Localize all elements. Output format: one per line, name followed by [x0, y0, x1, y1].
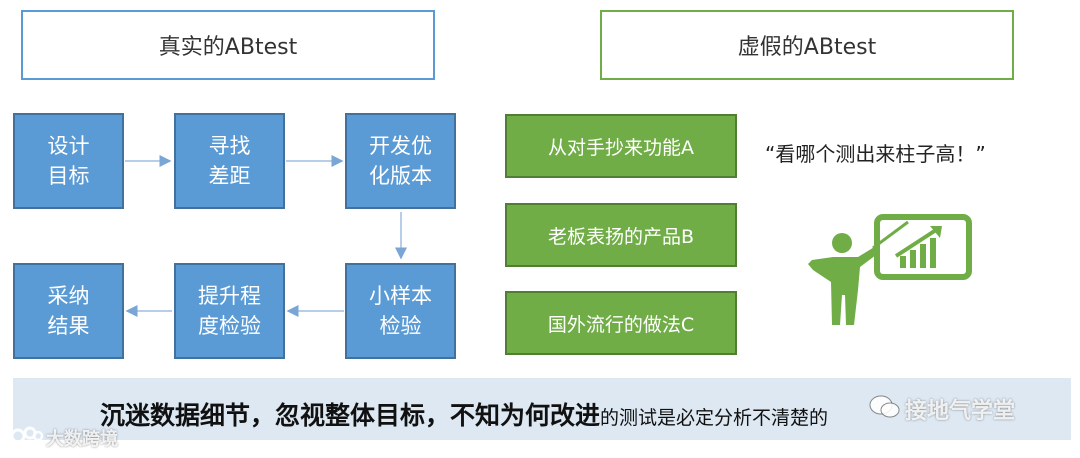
- step-lift-test: 提升程 度检验: [174, 263, 285, 359]
- watermark-left: 大数跨境: [46, 429, 118, 450]
- wechat-icon: [869, 395, 900, 418]
- option-copied-feature-a: 从对手抄来功能A: [505, 114, 737, 178]
- step-label: 提升程 度检验: [198, 284, 261, 338]
- step-adopt-result: 采纳 结果: [13, 263, 124, 359]
- header-real-label: 真实的ABtest: [158, 35, 298, 60]
- conclusion-bold-text: 沉迷数据细节，忽视整体目标，不知为何改进: [100, 401, 601, 430]
- step-label: 采纳 结果: [47, 284, 90, 338]
- watermark-right: 接地气学堂: [905, 399, 1016, 424]
- header-real-abtest: 真实的ABtest: [21, 10, 435, 80]
- step-label: 小样本 检验: [369, 284, 432, 338]
- option-label: 老板表扬的产品B: [547, 225, 695, 248]
- step-label: 设计 目标: [47, 134, 90, 188]
- header-fake-label: 虚假的ABtest: [737, 35, 877, 60]
- step-develop-version: 开发优 化版本: [345, 113, 456, 209]
- option-foreign-practice-c: 国外流行的做法C: [505, 291, 737, 355]
- step-find-gap: 寻找 差距: [174, 113, 285, 209]
- step-label: 寻找 差距: [208, 134, 251, 188]
- quote-text: “看哪个测出来柱子高！”: [765, 142, 986, 166]
- option-label: 从对手抄来功能A: [548, 136, 694, 159]
- option-label: 国外流行的做法C: [547, 313, 695, 336]
- option-boss-praised-b: 老板表扬的产品B: [505, 203, 737, 267]
- header-fake-abtest: 虚假的ABtest: [600, 10, 1014, 80]
- step-small-sample-test: 小样本 检验: [345, 263, 456, 359]
- brand-logo-icon: [10, 426, 44, 444]
- conclusion-text: 沉迷数据细节，忽视整体目标，不知为何改进的测试是必定分析不清楚的: [100, 396, 828, 432]
- step-design-goal: 设计 目标: [13, 113, 124, 209]
- presenter-pointing-at-chart-icon: [808, 214, 972, 325]
- conclusion-normal-text: 的测试是必定分析不清楚的: [600, 407, 829, 429]
- step-label: 开发优 化版本: [369, 134, 432, 188]
